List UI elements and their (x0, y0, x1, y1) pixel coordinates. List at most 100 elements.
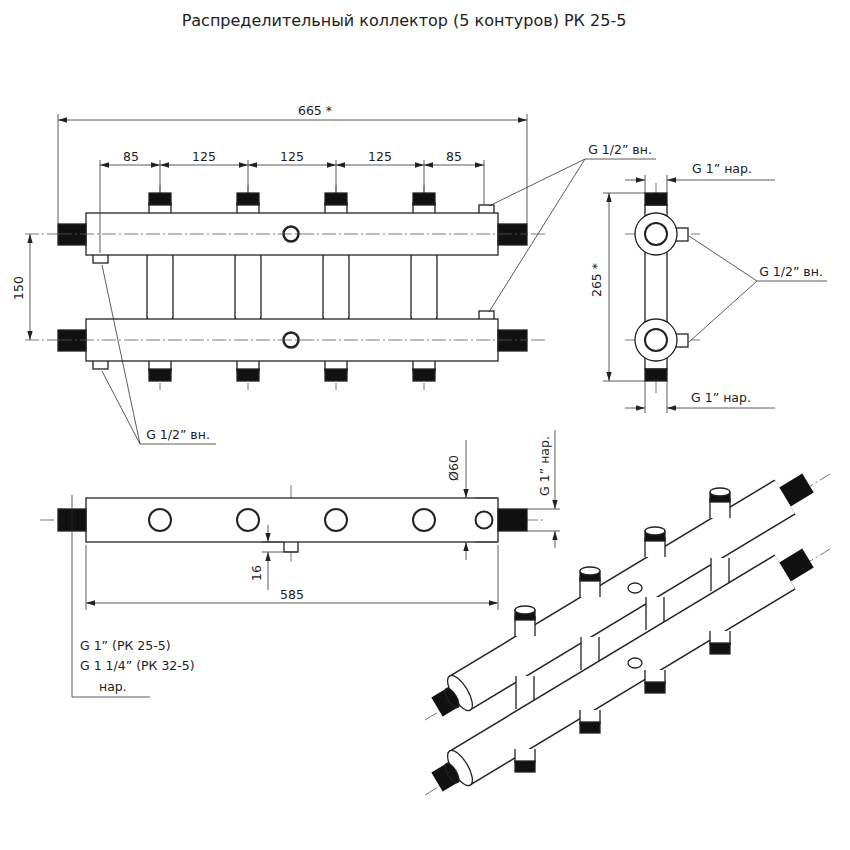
front-view (58, 193, 527, 381)
center-line (58, 340, 527, 341)
isometric-view (443, 747, 477, 790)
front-view (413, 193, 435, 205)
isometric-view (515, 761, 535, 772)
dimension-line (262, 552, 298, 553)
front-view (58, 330, 86, 351)
side-view (676, 334, 688, 347)
dimension-label: 85 (121, 150, 141, 164)
isometric-view (460, 572, 785, 768)
side-view (635, 213, 677, 255)
plan-view (498, 509, 527, 531)
front-view (323, 248, 349, 326)
front-view (149, 193, 171, 205)
leader-line (102, 159, 827, 444)
dimension-line (498, 545, 499, 610)
plan-view (476, 512, 493, 529)
dimension-line (466, 440, 467, 498)
dimension-line (645, 175, 646, 193)
thread-note-label: нар. (97, 680, 129, 694)
isometric-view (515, 606, 535, 614)
dimension-line (667, 408, 775, 409)
thread-callout-label: G 1/2” вн. (144, 428, 212, 442)
front-view (235, 248, 261, 326)
side-view (635, 319, 677, 361)
plan-view (325, 509, 347, 531)
drawing-title: Распределительный коллектор (5 контуров)… (182, 11, 627, 30)
isometric-view (580, 722, 600, 733)
front-view (147, 248, 173, 326)
plan-view (58, 498, 527, 552)
isometric-view (645, 682, 665, 693)
dimension-label: 585 (278, 588, 306, 602)
plan-view (237, 509, 259, 531)
dimension-line (72, 495, 73, 697)
leader-line (585, 159, 656, 160)
front-view (58, 224, 86, 245)
front-view (325, 193, 347, 205)
dimension-line (555, 531, 556, 548)
dimension-line (58, 120, 527, 121)
isometric-view (580, 567, 600, 575)
dimension-line (262, 542, 284, 543)
dimension-line (667, 175, 668, 193)
dimension-label: 150 (12, 274, 26, 302)
dimension-line (527, 114, 528, 224)
plan-view (413, 509, 435, 531)
isometric-view (785, 483, 808, 497)
dimension-line (86, 603, 498, 604)
dimension-line (466, 542, 467, 560)
isometric-view (710, 643, 730, 654)
dimension-label: 85 (444, 150, 464, 164)
leader-line (489, 159, 585, 312)
dimension-line (268, 552, 269, 590)
dimension-line (336, 165, 424, 166)
front-view (413, 369, 435, 381)
side-view (645, 329, 667, 351)
isometric-view (442, 761, 461, 784)
isometric-view (437, 483, 808, 789)
isometric-view (442, 686, 461, 709)
plan-view (86, 498, 498, 542)
thread-callout-label: G 1” нар. (689, 391, 753, 405)
dimension-line (667, 180, 775, 181)
center-line (58, 234, 527, 340)
front-view (498, 224, 527, 245)
thread-callout-label: G 1” нар. (538, 434, 552, 498)
diameter-dimension-label: Ø60 (447, 453, 461, 483)
thread-note-label: G 1 1/4” (РК 32-5) (78, 659, 197, 673)
plan-view (149, 509, 171, 531)
dimension-label: 125 (190, 150, 218, 164)
isometric-view (460, 572, 785, 768)
side-view (645, 205, 667, 369)
leader-line (689, 281, 757, 342)
dimension-line (72, 697, 150, 698)
dimension-label: 265 * (590, 261, 604, 299)
isometric-view (645, 527, 665, 535)
dimension-line (625, 408, 645, 409)
front-view (325, 369, 347, 381)
dimension-line (100, 160, 101, 253)
dimension-line (475, 542, 498, 543)
leader-line (140, 444, 216, 445)
front-view (237, 193, 259, 205)
dimension-line (86, 545, 87, 610)
dimension-line (30, 114, 775, 697)
front-view (237, 369, 259, 381)
side-view (645, 369, 667, 381)
leader-line (757, 281, 827, 282)
isometric-view (628, 583, 642, 593)
leader-line (102, 265, 140, 444)
isometric-view (785, 558, 808, 572)
dimension-line (475, 498, 498, 499)
isometric-view (628, 658, 642, 668)
dimension-line (268, 525, 269, 542)
leader-line (689, 236, 757, 281)
dimension-line (248, 165, 336, 166)
dimension-line (100, 165, 160, 166)
dimension-line (609, 193, 610, 381)
thread-callout-label: G 1” нар. (690, 162, 754, 176)
leader-line (102, 371, 140, 444)
front-view (411, 248, 437, 326)
